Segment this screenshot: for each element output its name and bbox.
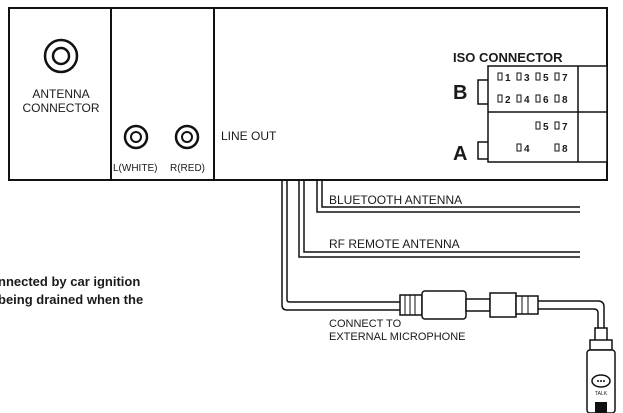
line-out-label: LINE OUT	[221, 129, 277, 143]
antenna-label-line2: CONNECTOR	[22, 101, 99, 115]
pin-b6: 6	[543, 95, 549, 106]
rca-left-label: L(WHITE)	[113, 163, 157, 174]
iso-connector-title: ISO CONNECTOR	[453, 50, 563, 65]
iso-a-tab	[477, 141, 488, 160]
iso-block-b-letter: B	[453, 82, 467, 104]
iso-block-a-letter: A	[453, 143, 467, 165]
bluetooth-antenna-cable	[316, 180, 580, 213]
pin-a5: 5	[543, 122, 549, 133]
mic-cord	[538, 300, 605, 330]
pin-b2: 2	[505, 95, 511, 106]
rca-right-label: R(RED)	[170, 163, 205, 174]
pin-a8: 8	[562, 144, 568, 155]
rf-remote-antenna-label: RF REMOTE ANTENNA	[329, 237, 460, 251]
mic-label-line1: CONNECT TO	[329, 318, 402, 330]
microphone-cable	[281, 180, 400, 311]
mic-cable-coupler[interactable]	[399, 290, 539, 320]
antenna-label-line1: ANTENNA	[32, 87, 89, 101]
mic-talk-label: TALK	[595, 391, 608, 397]
iso-a-pins: 5 7 4 8	[516, 121, 568, 155]
pin-b8: 8	[562, 95, 568, 106]
pin-b1: 1	[505, 73, 511, 84]
iso-b-tab	[477, 79, 488, 105]
pin-b7: 7	[562, 73, 568, 84]
side-text-line2: being drained when the	[0, 292, 143, 307]
pin-b4: 4	[524, 95, 530, 106]
iso-connector-housing	[487, 65, 608, 163]
iso-b-pins: 1 3 5 7 2 4 6 8	[497, 72, 568, 106]
pin-b3: 3	[524, 73, 530, 84]
side-text-line1: nnected by car ignition	[0, 274, 140, 289]
rf-remote-antenna-cable	[298, 180, 580, 258]
bluetooth-antenna-label: BLUETOOTH ANTENNA	[329, 193, 462, 207]
antenna-inner-ring	[51, 46, 71, 66]
pin-b5: 5	[543, 73, 549, 84]
rca-left-jack[interactable]	[123, 124, 149, 150]
external-microphone[interactable]: TALK	[586, 327, 616, 413]
pin-a4: 4	[524, 144, 530, 155]
antenna-connector[interactable]	[43, 38, 79, 74]
mic-label-line2: EXTERNAL MICROPHONE	[329, 331, 466, 343]
rca-right-jack[interactable]	[174, 124, 200, 150]
pin-a7: 7	[562, 122, 568, 133]
